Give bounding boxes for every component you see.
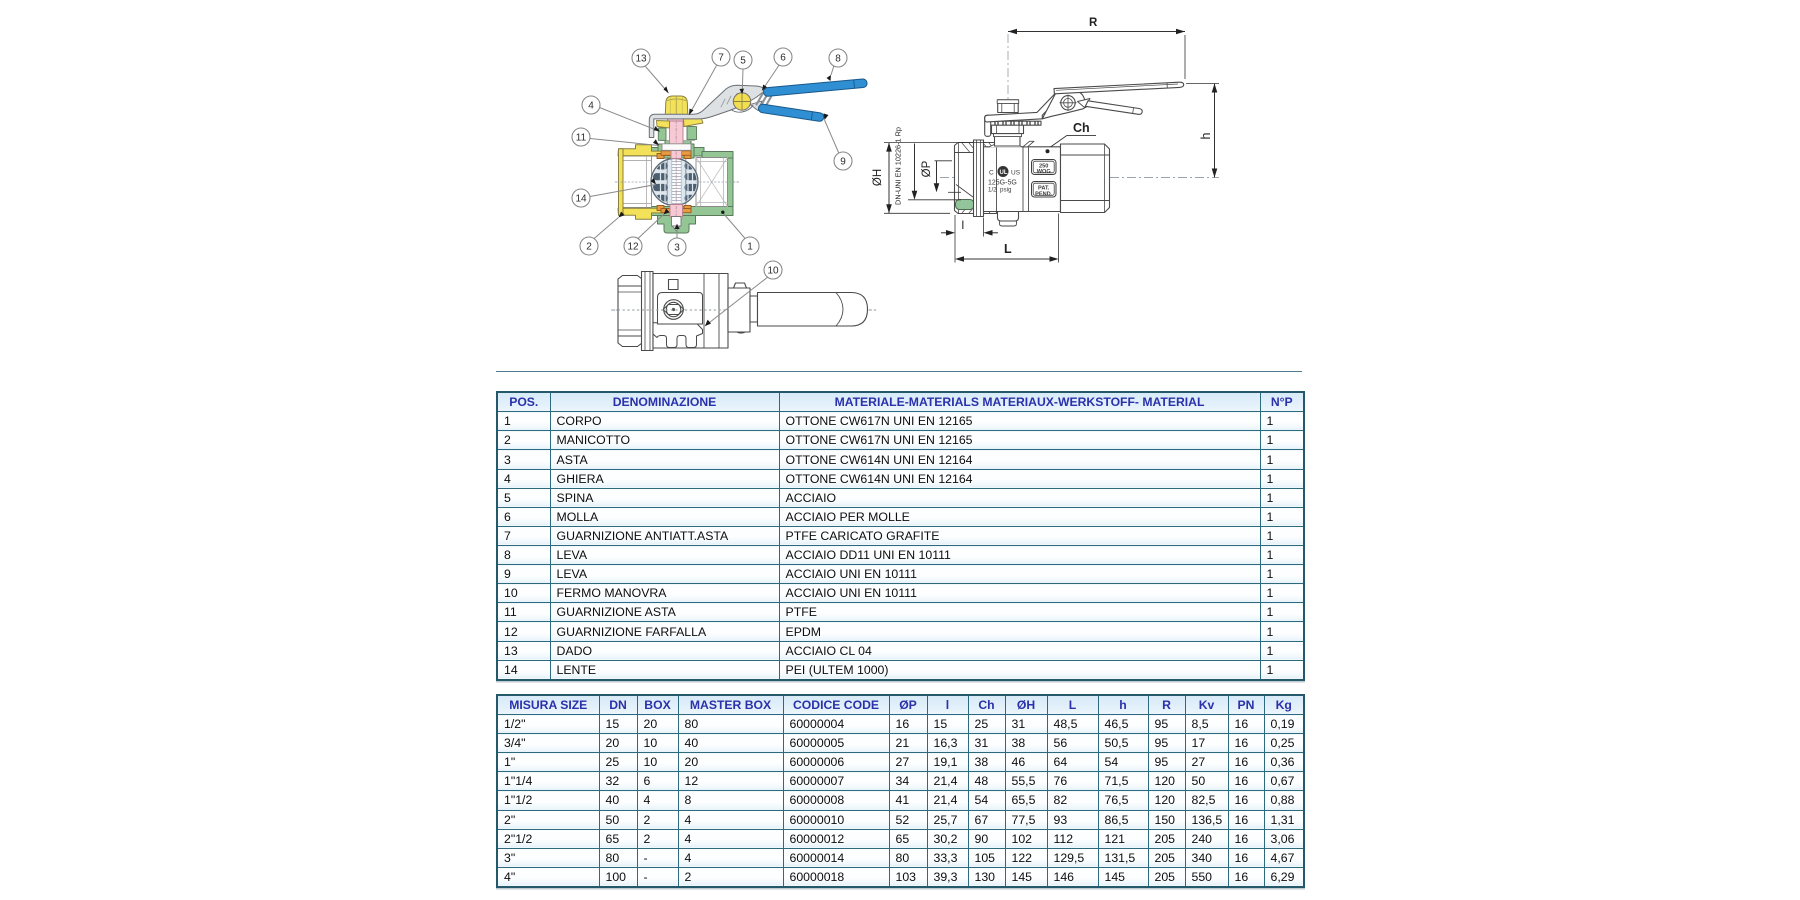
svg-text:9: 9 bbox=[840, 157, 846, 168]
svg-text:ØH: ØH bbox=[872, 169, 884, 186]
svg-text:R: R bbox=[1089, 17, 1098, 29]
svg-text:h: h bbox=[1199, 132, 1213, 139]
svg-text:l: l bbox=[962, 218, 965, 232]
svg-text:UL: UL bbox=[1000, 170, 1008, 176]
svg-text:12: 12 bbox=[627, 242, 639, 253]
svg-text:5: 5 bbox=[740, 56, 746, 67]
svg-text:8: 8 bbox=[835, 54, 841, 65]
svg-text:PEND.: PEND. bbox=[1035, 191, 1053, 197]
svg-text:US: US bbox=[1011, 170, 1021, 177]
svg-text:11: 11 bbox=[576, 133, 587, 144]
svg-text:WOG: WOG bbox=[1037, 169, 1051, 175]
svg-text:Ch: Ch bbox=[1073, 121, 1090, 135]
svg-text:DN-UNI EN 10226-1 Rp: DN-UNI EN 10226-1 Rp bbox=[894, 127, 903, 205]
svg-text:ØP: ØP bbox=[921, 160, 933, 177]
svg-text:3: 3 bbox=[674, 243, 680, 254]
svg-text:1: 1 bbox=[747, 242, 753, 253]
svg-text:13: 13 bbox=[635, 54, 647, 65]
svg-text:C: C bbox=[989, 170, 994, 177]
svg-text:7: 7 bbox=[718, 53, 724, 64]
svg-text:14: 14 bbox=[575, 194, 587, 205]
svg-text:4: 4 bbox=[588, 101, 594, 112]
svg-text:2: 2 bbox=[586, 242, 592, 253]
svg-text:1/2 psig: 1/2 psig bbox=[988, 187, 1012, 194]
svg-text:250: 250 bbox=[1039, 164, 1048, 170]
svg-text:125G-5G: 125G-5G bbox=[988, 180, 1017, 187]
svg-text:PAT.: PAT. bbox=[1038, 186, 1050, 192]
svg-text:L: L bbox=[1004, 242, 1012, 256]
svg-text:10: 10 bbox=[767, 266, 779, 277]
svg-text:6: 6 bbox=[780, 53, 786, 64]
